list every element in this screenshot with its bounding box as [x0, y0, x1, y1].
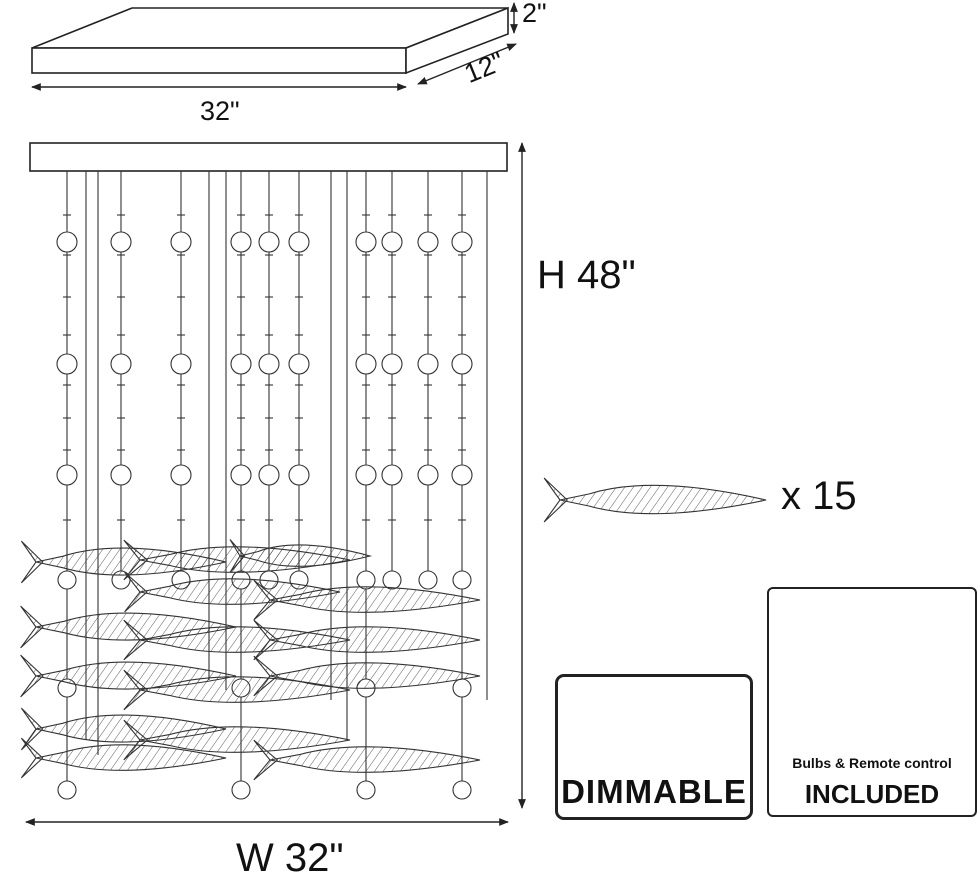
crystal-bead — [170, 353, 192, 375]
fish-tail — [124, 571, 148, 613]
wire-ornaments — [63, 214, 466, 521]
fish-body — [239, 544, 373, 567]
fish-tail — [123, 719, 149, 761]
crystal-bead — [170, 231, 192, 253]
fish-tail — [123, 619, 149, 661]
ceiling-plate — [29, 142, 508, 172]
included-caption: Bulbs & Remote control — [792, 755, 952, 771]
fish-body — [269, 662, 481, 689]
crystal-bead — [57, 570, 77, 590]
fish-body — [139, 676, 351, 703]
fish-body — [269, 586, 481, 613]
fish-tail — [253, 579, 279, 621]
crystal-bead — [258, 353, 280, 375]
crystal-bead — [288, 353, 310, 375]
crystal-bead — [230, 353, 252, 375]
fish-tail — [20, 654, 44, 698]
crystal-bead — [288, 231, 310, 253]
fish-body — [269, 746, 481, 773]
fish-tail — [543, 477, 569, 523]
crystal-bead — [231, 780, 251, 800]
crystal-bead — [417, 231, 439, 253]
canopy-height-label: 2" — [522, 0, 547, 28]
crystal-bead — [110, 353, 132, 375]
crystal-bead — [230, 464, 252, 486]
dimmable-text: DIMMABLE — [561, 773, 747, 810]
crystal-bead — [56, 353, 78, 375]
crystal-bead — [356, 780, 376, 800]
fish-tail — [20, 707, 44, 751]
crystal-bead — [381, 231, 403, 253]
overall-height-label: H 48" — [537, 253, 636, 297]
crystal-bead — [417, 464, 439, 486]
crystal-bead — [56, 231, 78, 253]
crystal-bead — [57, 780, 77, 800]
crystal-bead — [355, 464, 377, 486]
fish-sample — [543, 477, 767, 523]
crystal-bead — [56, 464, 78, 486]
crystal-bead — [288, 464, 310, 486]
fish-tail — [123, 669, 149, 711]
fish-tail — [20, 605, 44, 649]
fish-tail — [253, 619, 279, 661]
crystal-bead — [451, 231, 473, 253]
crystal-bead — [230, 231, 252, 253]
crystal-bead — [355, 231, 377, 253]
fish-tail — [20, 540, 44, 584]
fish-tail — [253, 739, 279, 781]
fish-body — [139, 726, 351, 753]
fish-school — [20, 539, 481, 781]
crystal-beads — [56, 231, 473, 800]
crystal-bead — [110, 231, 132, 253]
crystal-bead — [452, 570, 472, 590]
crystal-bead — [170, 464, 192, 486]
crystal-bead — [382, 570, 402, 590]
chandelier-drawing — [20, 142, 508, 800]
crystal-bead — [110, 464, 132, 486]
crystal-bead — [258, 231, 280, 253]
crystal-bead — [258, 464, 280, 486]
crystal-bead — [381, 353, 403, 375]
bulbs-remote-included-badge: Bulbs & Remote control INCLUDED — [767, 587, 977, 817]
overall-dimension-lines — [25, 142, 526, 826]
fish-body — [269, 626, 481, 653]
fish-tail — [253, 655, 279, 697]
fish-body — [559, 484, 767, 515]
fish-count-label: x 15 — [781, 474, 857, 518]
dimmable-badge: DIMMABLE — [555, 674, 753, 820]
fish-tail — [123, 539, 149, 581]
fish-tail — [20, 737, 44, 779]
canopy-box — [31, 6, 509, 75]
crystal-bead — [451, 464, 473, 486]
crystal-bead — [417, 353, 439, 375]
crystal-bead — [452, 678, 472, 698]
canopy-width-label: 32" — [200, 96, 240, 126]
fish-tail — [229, 539, 246, 573]
crystal-bead — [355, 353, 377, 375]
canopy-dimension-lines — [31, 2, 518, 91]
crystal-bead — [452, 780, 472, 800]
overall-width-label: W 32" — [236, 836, 344, 880]
included-text: INCLUDED — [804, 779, 940, 809]
crystal-bead — [451, 353, 473, 375]
fish-body — [35, 744, 227, 771]
crystal-bead — [418, 570, 438, 590]
crystal-bead — [381, 464, 403, 486]
